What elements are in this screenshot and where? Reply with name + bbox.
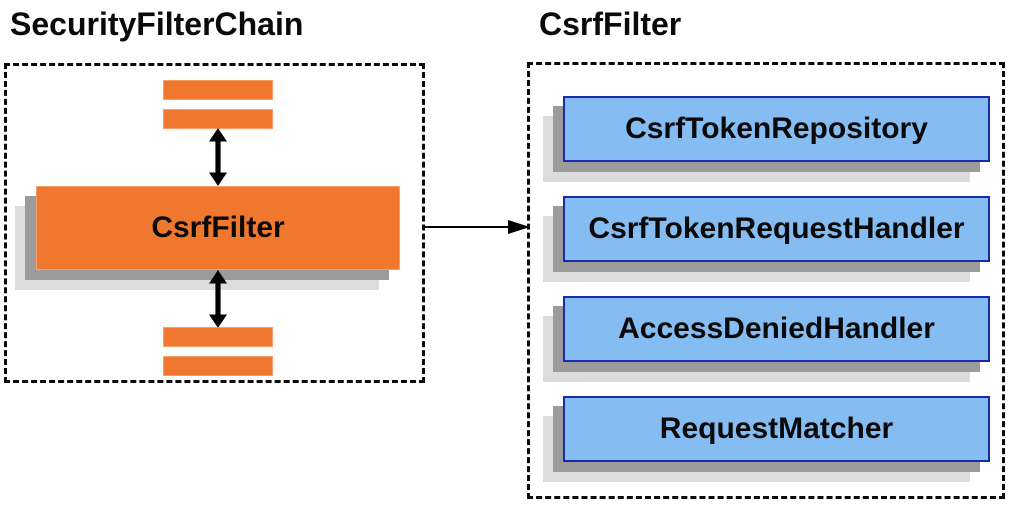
component-box-label: CsrfTokenRepository xyxy=(625,112,928,145)
component-box-label: RequestMatcher xyxy=(659,412,894,445)
flow-arrow-icon xyxy=(424,220,530,234)
component-box-request-matcher: RequestMatcher xyxy=(563,396,990,462)
filter-placeholder-bar xyxy=(163,109,273,129)
filter-placeholder-bar xyxy=(163,356,273,376)
component-box-csrf-token-request-handler: CsrfTokenRequestHandler xyxy=(563,196,990,262)
component-box-csrf-token-repository: CsrfTokenRepository xyxy=(563,96,990,162)
security-filter-chain-group: CsrfFilter xyxy=(4,63,425,383)
csrf-filter-box: CsrfFilter xyxy=(36,186,400,270)
bidirectional-arrow-icon xyxy=(209,270,227,328)
security-filter-chain-title: SecurityFilterChain xyxy=(10,6,304,42)
csrf-filter-components-group: CsrfTokenRepository CsrfTokenRequestHand… xyxy=(527,62,1005,499)
filter-placeholder-bar xyxy=(163,327,273,347)
component-box-label: CsrfTokenRequestHandler xyxy=(588,212,965,245)
csrf-filter-title: CsrfFilter xyxy=(539,6,682,42)
filter-placeholder-bar xyxy=(163,80,273,100)
component-box-label: AccessDeniedHandler xyxy=(618,312,935,345)
component-box-access-denied-handler: AccessDeniedHandler xyxy=(563,296,990,362)
bidirectional-arrow-icon xyxy=(209,128,227,186)
csrf-filter-box-label: CsrfFilter xyxy=(151,211,285,244)
